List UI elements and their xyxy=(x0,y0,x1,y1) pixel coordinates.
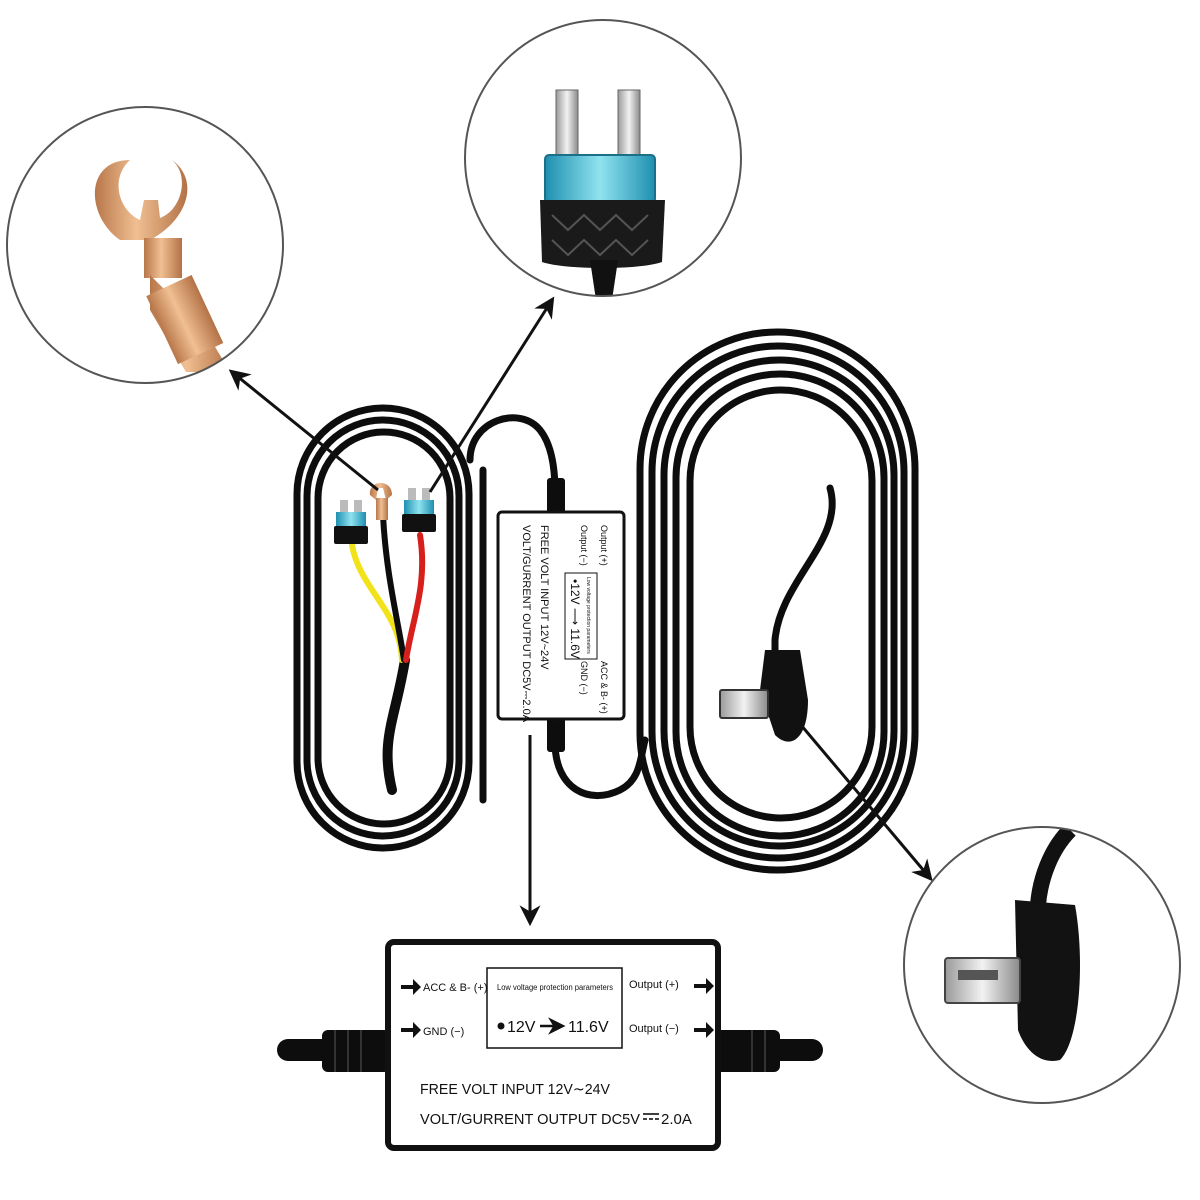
svg-text:Output (−): Output (−) xyxy=(579,525,589,566)
svg-text:ACC & B- (+): ACC & B- (+) xyxy=(599,661,609,714)
large-module: ACC & B- (+) GND (−) Output (+) Output (… xyxy=(277,939,823,1151)
svg-text:Low voltage protection paramet: Low voltage protection parameters xyxy=(585,577,591,654)
mini-usb-zoom xyxy=(903,826,1181,1104)
fork-terminal-zoom xyxy=(6,106,284,384)
mini-usb-plug-icon xyxy=(944,827,1080,1061)
gnd-label: GND (−) xyxy=(423,1026,464,1038)
svg-text:GND (−): GND (−) xyxy=(579,661,589,695)
svg-text:Output (+): Output (+) xyxy=(599,525,609,566)
acc-label: ACC & B- (+) xyxy=(423,982,487,994)
voltage-from: 12V xyxy=(507,1019,536,1036)
input-line: FREE VOLT INPUT 12V∼24V xyxy=(420,1081,610,1098)
voltage-to: 11.6V xyxy=(568,1019,609,1036)
svg-text:VOLT/GURRENT OUTPUT DC5V⎓2.0A: VOLT/GURRENT OUTPUT DC5V⎓2.0A xyxy=(520,525,532,723)
output-minus-label: Output (−) xyxy=(629,1023,679,1035)
output-current: 2.0A xyxy=(661,1111,692,1128)
svg-text:•12V ⟶ 11.6V: •12V ⟶ 11.6V xyxy=(568,579,582,659)
low-voltage-title: Low voltage protection parameters xyxy=(497,983,613,992)
arrows xyxy=(228,296,933,927)
svg-text:FREE VOLT INPUT 12V~24V: FREE VOLT INPUT 12V~24V xyxy=(538,525,550,670)
blade-fuse-zoom xyxy=(464,19,742,297)
blade-fuse-icon xyxy=(540,89,665,296)
mini-usb-plug-center-icon xyxy=(719,650,808,742)
output-plus-label: Output (+) xyxy=(629,979,679,991)
small-fork-terminal-icon xyxy=(369,482,392,520)
cable-coils xyxy=(293,328,919,874)
small-fuse-right-icon xyxy=(402,488,436,532)
wire-bundle xyxy=(349,512,426,795)
fork-terminal-icon xyxy=(94,160,230,372)
output-line: VOLT/GURRENT OUTPUT DC5V xyxy=(420,1111,640,1128)
small-fuse-left-icon xyxy=(334,500,368,544)
vertical-module: Output (+) Output (−) ACC & B- (+) GND (… xyxy=(496,478,626,752)
